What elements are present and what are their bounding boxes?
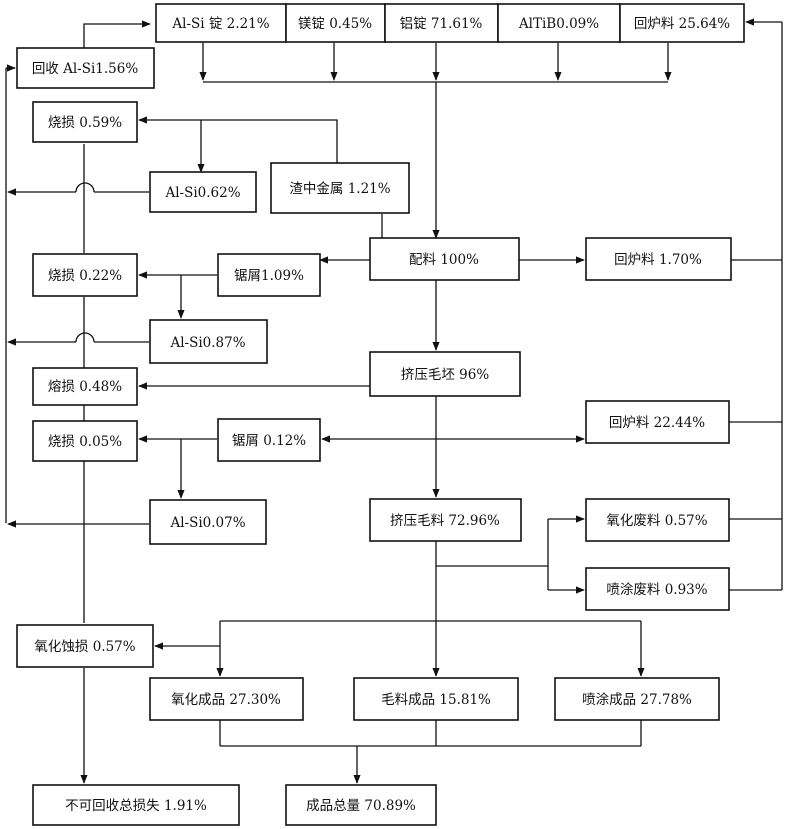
svg-text:氧化废料 0.57%: 氧化废料 0.57%	[606, 513, 707, 529]
box-anodize-waste: 氧化废料 0.57%	[585, 498, 730, 542]
svg-text:配料 100%: 配料 100%	[409, 252, 479, 268]
svg-text:毛料成品 15.81%: 毛料成品 15.81%	[381, 692, 491, 708]
box-burn-loss-1: 烧损 0.59%	[32, 101, 138, 143]
svg-text:铝锭 71.61%: 铝锭 71.61%	[400, 16, 483, 32]
svg-text:Al-Si0.62%: Al-Si0.62%	[164, 185, 240, 201]
svg-text:AlTiB0.09%: AlTiB0.09%	[518, 16, 599, 32]
svg-text:喷涂成品 27.78%: 喷涂成品 27.78%	[582, 692, 692, 708]
box-burn-loss-3: 烧损 0.05%	[32, 420, 138, 462]
box-mg-ingot: 镁锭 0.45%	[285, 3, 386, 43]
box-anodize-product: 氧化成品 27.30%	[149, 677, 304, 721]
svg-text:喷涂废料 0.93%: 喷涂废料 0.93%	[606, 582, 707, 598]
svg-text:成品总量 70.89%: 成品总量 70.89%	[306, 798, 416, 814]
svg-text:锯屑 0.12%: 锯屑 0.12%	[232, 433, 306, 449]
box-burn-loss-2: 烧损 0.22%	[32, 253, 138, 297]
svg-text:回炉料 22.44%: 回炉料 22.44%	[609, 415, 705, 431]
svg-text:回炉料 25.64%: 回炉料 25.64%	[634, 16, 730, 32]
box-spray-product: 喷涂成品 27.78%	[554, 677, 720, 721]
svg-text:Al-Si0.87%: Al-Si0.87%	[169, 335, 245, 351]
box-spray-waste: 喷涂废料 0.93%	[585, 567, 730, 611]
svg-text:熔损 0.48%: 熔损 0.48%	[48, 379, 122, 395]
box-extrude-billet: 挤压毛坯 96%	[369, 351, 521, 397]
svg-text:烧损 0.22%: 烧损 0.22%	[48, 268, 122, 284]
box-slag-metal: 渣中金属 1.21%	[270, 162, 410, 214]
svg-text:Al-Si0.07%: Al-Si0.07%	[169, 515, 245, 531]
box-total-loss: 不可回收总损失 1.91%	[32, 784, 240, 826]
box-alsi-1: Al-Si0.62%	[149, 171, 257, 213]
svg-text:锯屑1.09%: 锯屑1.09%	[234, 268, 304, 284]
box-anodize-loss: 氧化蚀损 0.57%	[16, 624, 154, 668]
svg-text:氧化成品 27.30%: 氧化成品 27.30%	[171, 692, 281, 708]
svg-text:渣中金属 1.21%: 渣中金属 1.21%	[289, 181, 390, 197]
svg-text:挤压毛料 72.96%: 挤压毛料 72.96%	[390, 513, 500, 529]
box-batch: 配料 100%	[369, 237, 520, 281]
box-return-2: 回炉料 22.44%	[585, 400, 730, 444]
box-return-top: 回炉料 25.64%	[619, 3, 745, 43]
svg-text:回收 Al-Si1.56%: 回收 Al-Si1.56%	[32, 61, 139, 77]
box-melt-loss: 熔损 0.48%	[32, 367, 138, 406]
box-total-product: 成品总量 70.89%	[285, 784, 437, 826]
svg-text:挤压毛坯 96%: 挤压毛坯 96%	[401, 367, 489, 383]
flow-connectors	[5, 18, 783, 784]
box-altib: AlTiB0.09%	[497, 3, 621, 43]
svg-text:回炉料 1.70%: 回炉料 1.70%	[614, 252, 702, 268]
box-alsi-2: Al-Si0.87%	[149, 319, 268, 364]
box-al-ingot: 铝锭 71.61%	[384, 3, 499, 43]
svg-text:烧损 0.59%: 烧损 0.59%	[48, 115, 122, 131]
svg-text:Al-Si 锭 2.21%: Al-Si 锭 2.21%	[171, 16, 269, 32]
svg-text:烧损 0.05%: 烧损 0.05%	[48, 434, 122, 450]
box-raw-product: 毛料成品 15.81%	[353, 677, 519, 721]
box-recover-alsi: 回收 Al-Si1.56%	[16, 47, 155, 89]
box-alsi-ingot: Al-Si 锭 2.21%	[155, 3, 287, 43]
box-alsi-3: Al-Si0.07%	[149, 499, 267, 545]
svg-text:镁锭 0.45%: 镁锭 0.45%	[298, 16, 372, 32]
box-extrude-raw: 挤压毛料 72.96%	[369, 498, 522, 542]
box-sawdust-1: 锯屑1.09%	[217, 253, 321, 297]
box-return-1: 回炉料 1.70%	[585, 237, 732, 281]
svg-text:氧化蚀损 0.57%: 氧化蚀损 0.57%	[34, 639, 135, 655]
box-sawdust-2: 锯屑 0.12%	[217, 418, 321, 462]
svg-text:不可回收总损失 1.91%: 不可回收总损失 1.91%	[65, 798, 207, 814]
